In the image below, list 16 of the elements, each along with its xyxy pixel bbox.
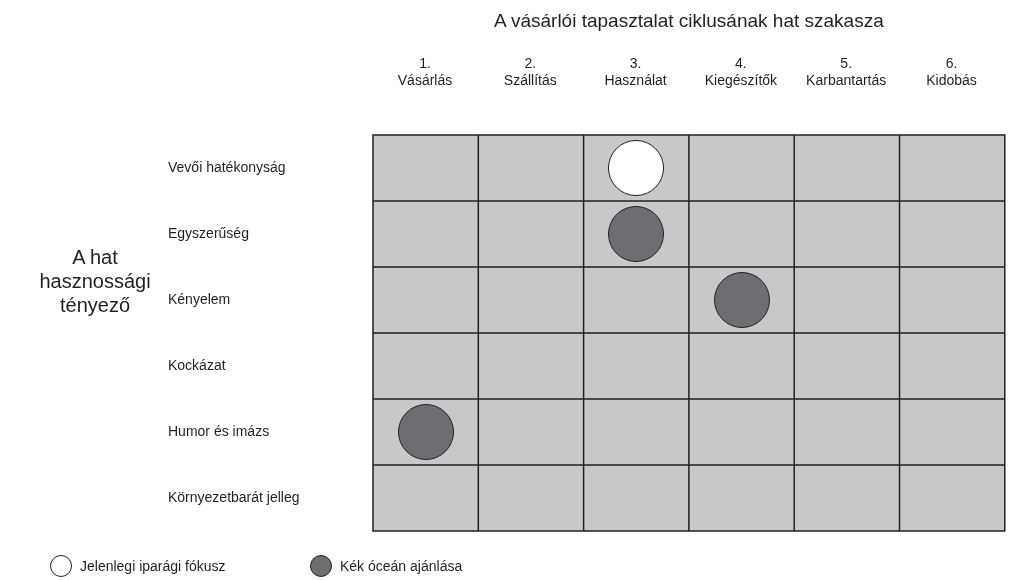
column-header: 2. Szállítás xyxy=(502,55,558,89)
legend-label: Jelenlegi iparági fókusz xyxy=(80,558,226,574)
row-label: Kényelem xyxy=(168,291,231,307)
axis-label: A hat hasznossági tényező xyxy=(38,245,152,317)
row-label: Vevői hatékonyság xyxy=(168,159,286,175)
row-label: Környezetbarát jelleg xyxy=(168,489,300,505)
column-header: 3. Használat xyxy=(603,55,668,89)
column-header: 6. Kidobás xyxy=(925,55,978,89)
chart-title: A vásárlói tapasztalat ciklusának hat szakasza xyxy=(493,10,885,32)
row-label: Egyszerűség xyxy=(168,225,249,241)
column-header: 1. Vásárlás xyxy=(396,55,454,89)
row-label: Humor és imázs xyxy=(168,423,270,439)
column-header: 4. Kiegészítők xyxy=(703,55,779,89)
column-header: 5. Karbantartás xyxy=(805,55,888,89)
row-label: Kockázat xyxy=(168,357,226,373)
legend-label: Kék óceán ajánlása xyxy=(340,558,463,574)
